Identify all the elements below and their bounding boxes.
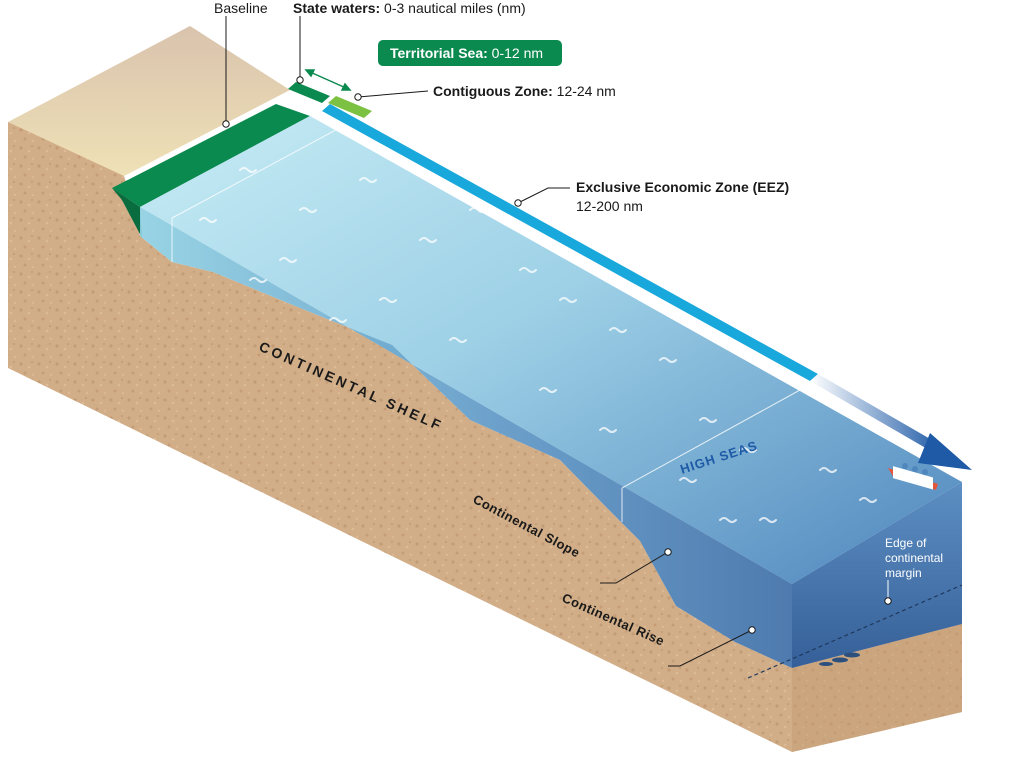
land-top	[8, 26, 290, 176]
baseline-label: Baseline	[214, 0, 268, 16]
eez-zone-strip	[322, 104, 818, 381]
fish-icon	[819, 652, 860, 666]
wave-marks	[199, 167, 877, 523]
eez-label-range: 12-200 nm	[576, 198, 643, 214]
contiguous-zone-label: Contiguous Zone: 12-24 nm	[433, 83, 616, 99]
territorial-sea-label-box	[378, 40, 562, 66]
leader-dots	[222, 76, 892, 634]
edge-of-margin-label-1: Edge of	[885, 536, 927, 550]
margin-dashed-line	[747, 584, 963, 679]
territorial-zone-strip	[288, 82, 330, 103]
zone-divider-high-seas	[621, 389, 801, 489]
high-seas-arrow-shaft	[810, 374, 944, 454]
territorial-water-front	[112, 188, 142, 238]
sediment-end-shade	[792, 624, 962, 752]
high-seas-arrow-head	[918, 433, 972, 470]
sediment-front-face	[8, 122, 792, 752]
edge-of-margin-label-3: margin	[885, 566, 922, 580]
contiguous-zone-strip	[328, 96, 372, 118]
eez-label-title: Exclusive Economic Zone (EEZ)	[576, 179, 789, 195]
zone-divider-contiguous	[171, 124, 346, 219]
water-front-face	[140, 207, 792, 668]
territorial-water-top	[112, 104, 310, 207]
edge-of-margin-label-2: continental	[885, 551, 943, 565]
leader-lines	[225, 16, 753, 667]
state-waters-arrow	[304, 69, 352, 91]
state-waters-label: State waters: 0-3 nautical miles (nm)	[293, 0, 526, 16]
water-top-surface	[140, 116, 962, 584]
water-end-face	[792, 482, 962, 668]
territorial-sea-label: Territorial Sea: 0-12 nm	[390, 45, 543, 61]
ship-icon	[888, 463, 938, 490]
